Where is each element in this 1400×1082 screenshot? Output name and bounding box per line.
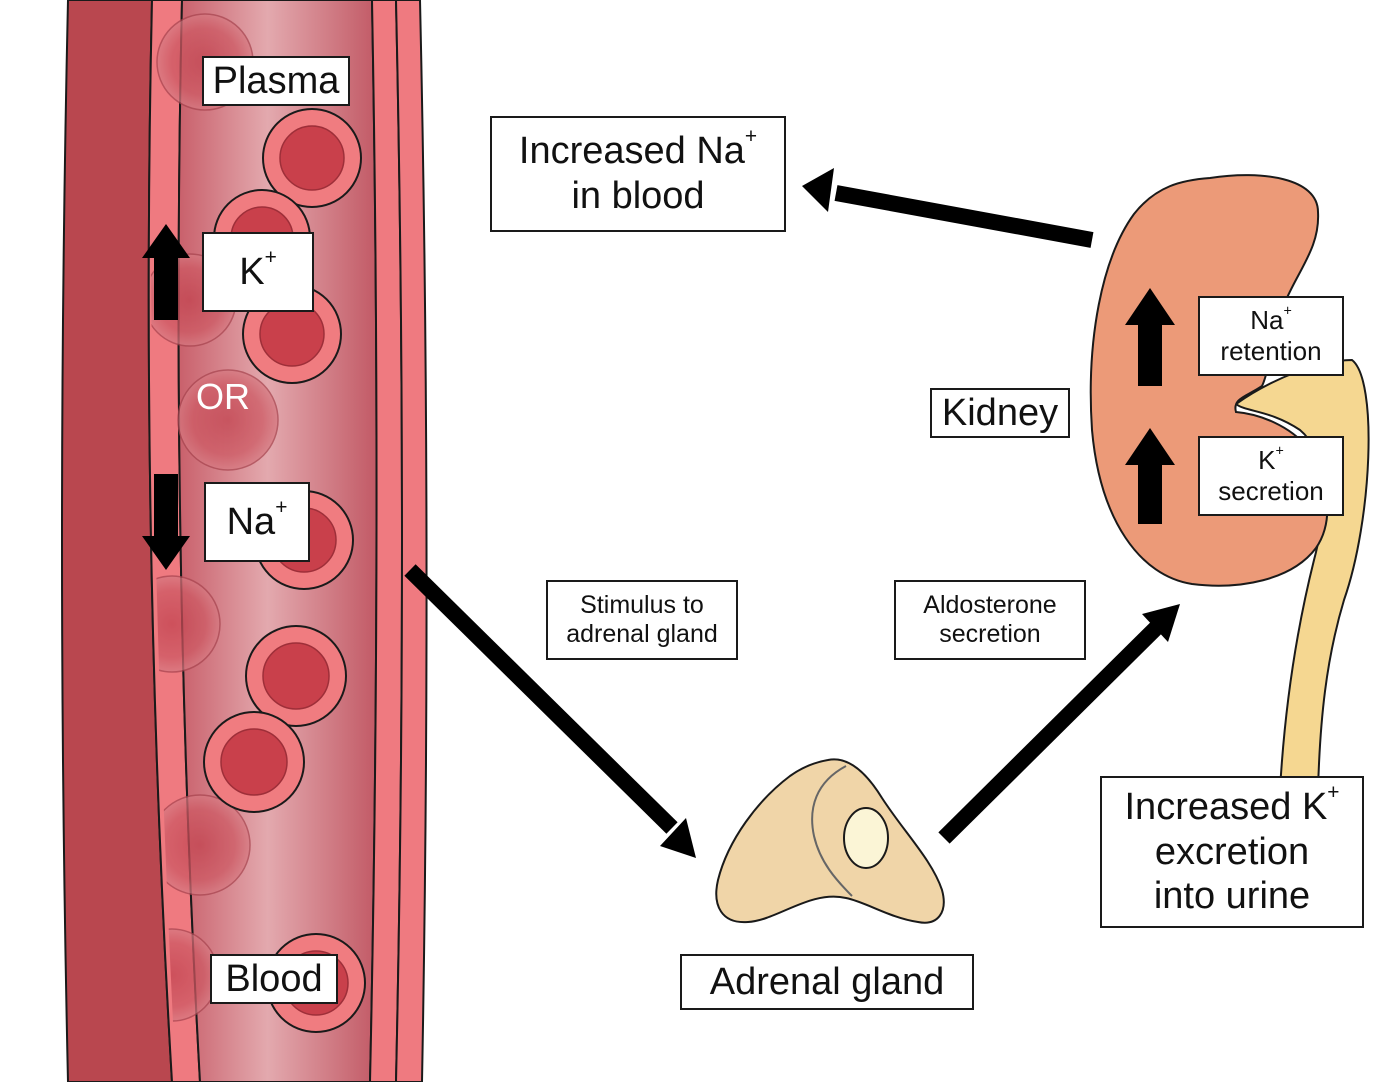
- red-blood-cell: [262, 108, 362, 208]
- red-blood-cell: [245, 625, 347, 727]
- kidney-label: Kidney: [930, 388, 1070, 438]
- vessel-outer-wall-right: [394, 0, 428, 1082]
- adrenal-cortex-line: [811, 765, 853, 897]
- adrenal-gland-illustration: [715, 758, 945, 924]
- adrenal-medulla: [843, 807, 889, 869]
- up-arrow-icon: [142, 224, 190, 320]
- aldosterone-box: Aldosterone secretion: [894, 580, 1086, 660]
- k-secretion-box: K+ secretion: [1198, 436, 1344, 516]
- down-arrow-icon: [142, 474, 190, 570]
- arrow-kidney-to-blood: [802, 168, 1094, 248]
- up-arrow-icon: [1125, 288, 1175, 386]
- arrow-adrenal-to-kidney: [938, 604, 1180, 844]
- stimulus-box: Stimulus to adrenal gland: [546, 580, 738, 660]
- increased-na-box: Increased Na+ in blood: [490, 116, 786, 232]
- adrenal-gland-label: Adrenal gland: [680, 954, 974, 1010]
- adrenal-gland: [715, 758, 945, 924]
- red-blood-cell: [177, 369, 279, 471]
- sodium-label: Na+: [204, 482, 310, 562]
- red-blood-cell: [149, 575, 221, 673]
- blood-label: Blood: [210, 954, 338, 1004]
- na-retention-box: Na+ retention: [1198, 296, 1344, 376]
- arrow-blood-to-adrenal: [404, 564, 696, 858]
- potassium-label: K+: [202, 232, 314, 312]
- plasma-label: Plasma: [202, 56, 350, 106]
- or-label: OR: [196, 376, 250, 417]
- increased-k-box: Increased K+ excretion into urine: [1100, 776, 1364, 928]
- red-blood-cell: [203, 711, 305, 813]
- up-arrow-icon: [1125, 428, 1175, 524]
